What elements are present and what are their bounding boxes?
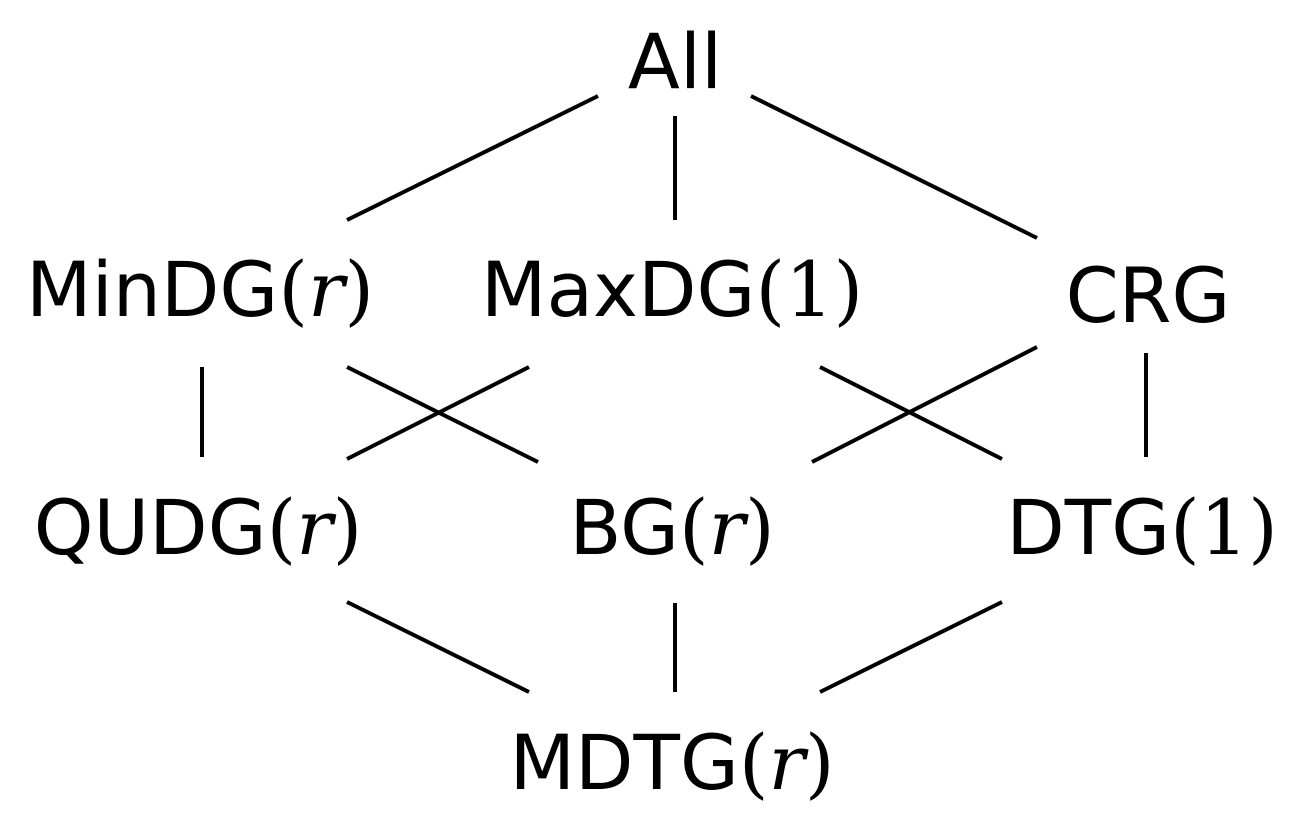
node-crg: CRG bbox=[1066, 258, 1231, 334]
node-maxdg: MaxDG(1) bbox=[480, 245, 864, 334]
node-all: All bbox=[628, 24, 722, 100]
edge-all-crg bbox=[750, 94, 1038, 240]
edge-qudg-mdtg bbox=[346, 600, 530, 694]
node-dtg-name: DTG bbox=[1006, 483, 1171, 572]
node-bg-name: BG bbox=[569, 483, 680, 572]
node-maxdg-arg: 1 bbox=[785, 245, 834, 334]
node-maxdg-name: MaxDG bbox=[480, 245, 756, 334]
node-mdtg-name: MDTG bbox=[509, 718, 739, 807]
edge-dtg-mdtg bbox=[819, 600, 1003, 694]
node-bg-arg: r bbox=[708, 483, 746, 572]
node-mindg-arg: r bbox=[307, 245, 345, 334]
edge-all-mindg bbox=[346, 94, 599, 222]
node-dtg: DTG(1) bbox=[1006, 483, 1278, 572]
node-mdtg: MDTG(r) bbox=[509, 718, 835, 807]
node-qudg-arg: r bbox=[296, 483, 333, 572]
node-mdtg-arg: r bbox=[768, 718, 805, 807]
node-mindg: MinDG(r) bbox=[26, 245, 374, 334]
node-all-name: All bbox=[627, 17, 723, 106]
edge-mindg-bg bbox=[346, 365, 539, 464]
node-bg: BG(r) bbox=[569, 483, 775, 572]
node-mindg-name: MinDG bbox=[26, 245, 279, 334]
node-qudg-name: QUDG bbox=[33, 483, 267, 572]
node-dtg-arg: 1 bbox=[1199, 483, 1249, 572]
edge-maxdg-qudg bbox=[346, 365, 530, 461]
node-crg-name: CRG bbox=[1065, 251, 1231, 340]
node-qudg: QUDG(r) bbox=[33, 483, 363, 572]
edge-crg-bg bbox=[811, 345, 1038, 464]
